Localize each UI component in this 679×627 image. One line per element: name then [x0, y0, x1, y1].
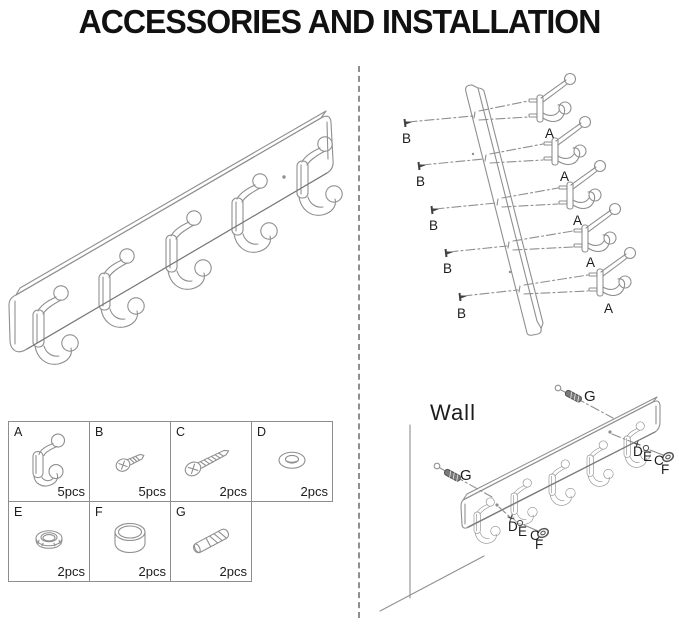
part-cell-a: A 5pcs: [8, 421, 90, 502]
hook-rail-figure: [8, 110, 343, 365]
screw-label-c: C: [530, 528, 540, 543]
screw-label-c: C: [654, 453, 664, 468]
board-left-edge: [465, 91, 526, 326]
flat-ring-icon: [35, 529, 63, 549]
rail-outline: [8, 115, 334, 353]
screw-tip-icon: [507, 514, 515, 522]
rail-top-face: [15, 110, 327, 296]
screw-label-b: B: [402, 131, 411, 146]
wall-edge-diagonal: [379, 555, 485, 612]
hook-label-a: A: [604, 301, 613, 316]
section-divider: [358, 66, 360, 618]
part-id: G: [176, 505, 186, 519]
part-id: C: [176, 425, 186, 439]
screw-tip-icon: [633, 440, 641, 448]
long-screw-icon: [184, 449, 230, 476]
part-qty: 2pcs: [138, 564, 166, 579]
hook-label-a: A: [573, 213, 582, 228]
wall-anchor-icon: [564, 389, 583, 403]
part-cell-g: G 2pcs: [170, 501, 252, 582]
screw-label-b: B: [443, 261, 452, 276]
part-qty: 2pcs: [300, 484, 328, 499]
double-hook-icon: [32, 432, 66, 487]
screw-label-b: B: [416, 174, 425, 189]
part-qty: 2pcs: [57, 564, 85, 579]
ring-icon: [642, 444, 650, 452]
parts-table-row: A 5pcs B: [8, 421, 333, 502]
parts-table: A 5pcs B: [8, 421, 333, 582]
short-screw-icon: [115, 453, 145, 472]
anchor-label-g: G: [584, 388, 596, 405]
wall-label: Wall: [430, 400, 476, 425]
part-id: E: [14, 505, 23, 519]
parts-table-row: E 2pcs F 2pcs: [8, 501, 333, 582]
part-id: A: [14, 425, 23, 439]
part-qty: 5pcs: [57, 484, 85, 499]
cover-label-f: F: [535, 537, 543, 552]
part-cell-d: D 2pcs: [251, 421, 333, 502]
cover-cap-icon: [536, 527, 550, 539]
part-cell-e: E 2pcs: [8, 501, 90, 582]
cover-ring-icon: [114, 522, 146, 553]
pilot-hole: [282, 175, 286, 179]
screw-end-icon: [433, 462, 441, 470]
ring-icon: [516, 519, 524, 527]
screw-label-b: B: [457, 306, 466, 321]
screw-label-b: B: [429, 218, 438, 233]
cover-cap-icon: [661, 451, 675, 463]
ring-label-e: E: [518, 524, 527, 539]
hook-label-a: A: [545, 126, 554, 141]
part-id: D: [257, 425, 267, 439]
part-cell-b: B 5pcs: [89, 421, 171, 502]
part-qty: 2pcs: [219, 484, 247, 499]
ring-label-e: E: [643, 449, 652, 464]
rail-top-face: [462, 396, 658, 501]
part-cell-c: C 2pcs: [170, 421, 252, 502]
screw-end-icon: [554, 384, 562, 392]
part-qty: 2pcs: [219, 564, 247, 579]
wall-anchor-icon: [192, 528, 230, 553]
anchor-label-g: G: [460, 467, 472, 484]
wall-anchor-icon: [443, 468, 461, 482]
washer-icon: [278, 451, 306, 469]
part-id: F: [95, 505, 103, 519]
pilot-hole: [608, 430, 612, 434]
exploded-assembly-figure: B B B B B A A A A A: [402, 72, 637, 336]
washer-label-d: D: [633, 444, 643, 459]
part-cell-f: F 2pcs: [89, 501, 171, 582]
page-title: ACCESSORIES AND INSTALLATION: [78, 3, 602, 40]
wall-installation-figure: G G D E C F D: [379, 384, 675, 612]
cover-label-f: F: [661, 462, 669, 477]
rail-outline: [460, 400, 661, 529]
pilot-hole: [495, 503, 499, 507]
washer-label-d: D: [508, 519, 518, 534]
hook-label-a: A: [560, 169, 569, 184]
part-qty: 5pcs: [138, 484, 166, 499]
part-id: B: [95, 425, 104, 439]
hook-label-a: A: [586, 255, 595, 270]
